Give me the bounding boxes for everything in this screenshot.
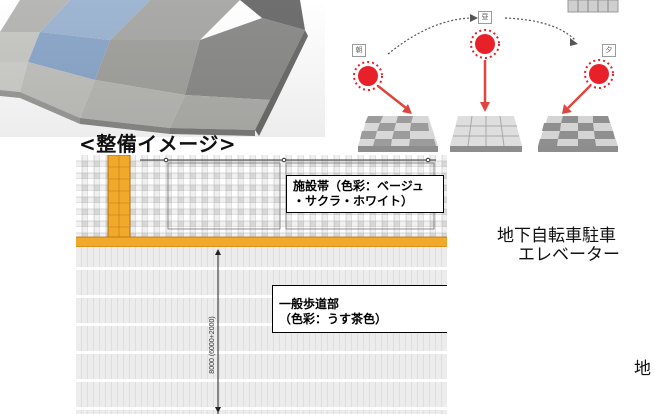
side-text-line3: 地 bbox=[634, 359, 651, 379]
general-walkway-callout: 一般歩道部 （色彩：うす茶色） bbox=[272, 285, 447, 333]
general-walkway-label-line1: 一般歩道部 bbox=[279, 297, 340, 311]
section-heading: <整備イメージ> bbox=[79, 132, 237, 156]
noon-sun-icon bbox=[470, 29, 500, 59]
sun-diagram-graphics bbox=[353, 0, 619, 152]
tile-sample-evening bbox=[538, 116, 618, 152]
paving-tiles-illustration bbox=[0, 0, 325, 137]
sun-reflection-diagram: 朝 昼 夕 bbox=[330, 0, 654, 160]
evening-sun-icon bbox=[584, 59, 614, 89]
time-label-noon: 昼 bbox=[478, 11, 492, 24]
time-label-evening: 夕 bbox=[602, 44, 616, 57]
time-label-morning: 朝 bbox=[352, 44, 366, 57]
side-text-line2: エレベーター bbox=[518, 245, 620, 265]
walkway-plan-drawing: 8000 (6000+2000) 施設帯（色彩：ベージュ ・サクラ・ホワイト） … bbox=[76, 155, 447, 414]
dimension-label: 8000 (6000+2000) bbox=[209, 316, 216, 373]
tile-sample-noon bbox=[450, 115, 522, 152]
tile-sample-morning bbox=[358, 116, 438, 152]
facility-band-label-line2: ・サクラ・ホワイト） bbox=[293, 194, 414, 208]
general-walkway-label-line2: （色彩：うす茶色） bbox=[279, 312, 388, 326]
paving-sample-photo bbox=[0, 0, 325, 137]
facility-band-label-line1: 施設帯（色彩：ベージュ bbox=[293, 179, 424, 193]
morning-sun-icon bbox=[353, 61, 383, 91]
side-text-line1: 地下自転車駐車 bbox=[497, 226, 616, 246]
walkway-plan-graphics: 8000 (6000+2000) bbox=[76, 155, 447, 414]
facility-band-callout: 施設帯（色彩：ベージュ ・サクラ・ホワイト） bbox=[286, 175, 444, 213]
